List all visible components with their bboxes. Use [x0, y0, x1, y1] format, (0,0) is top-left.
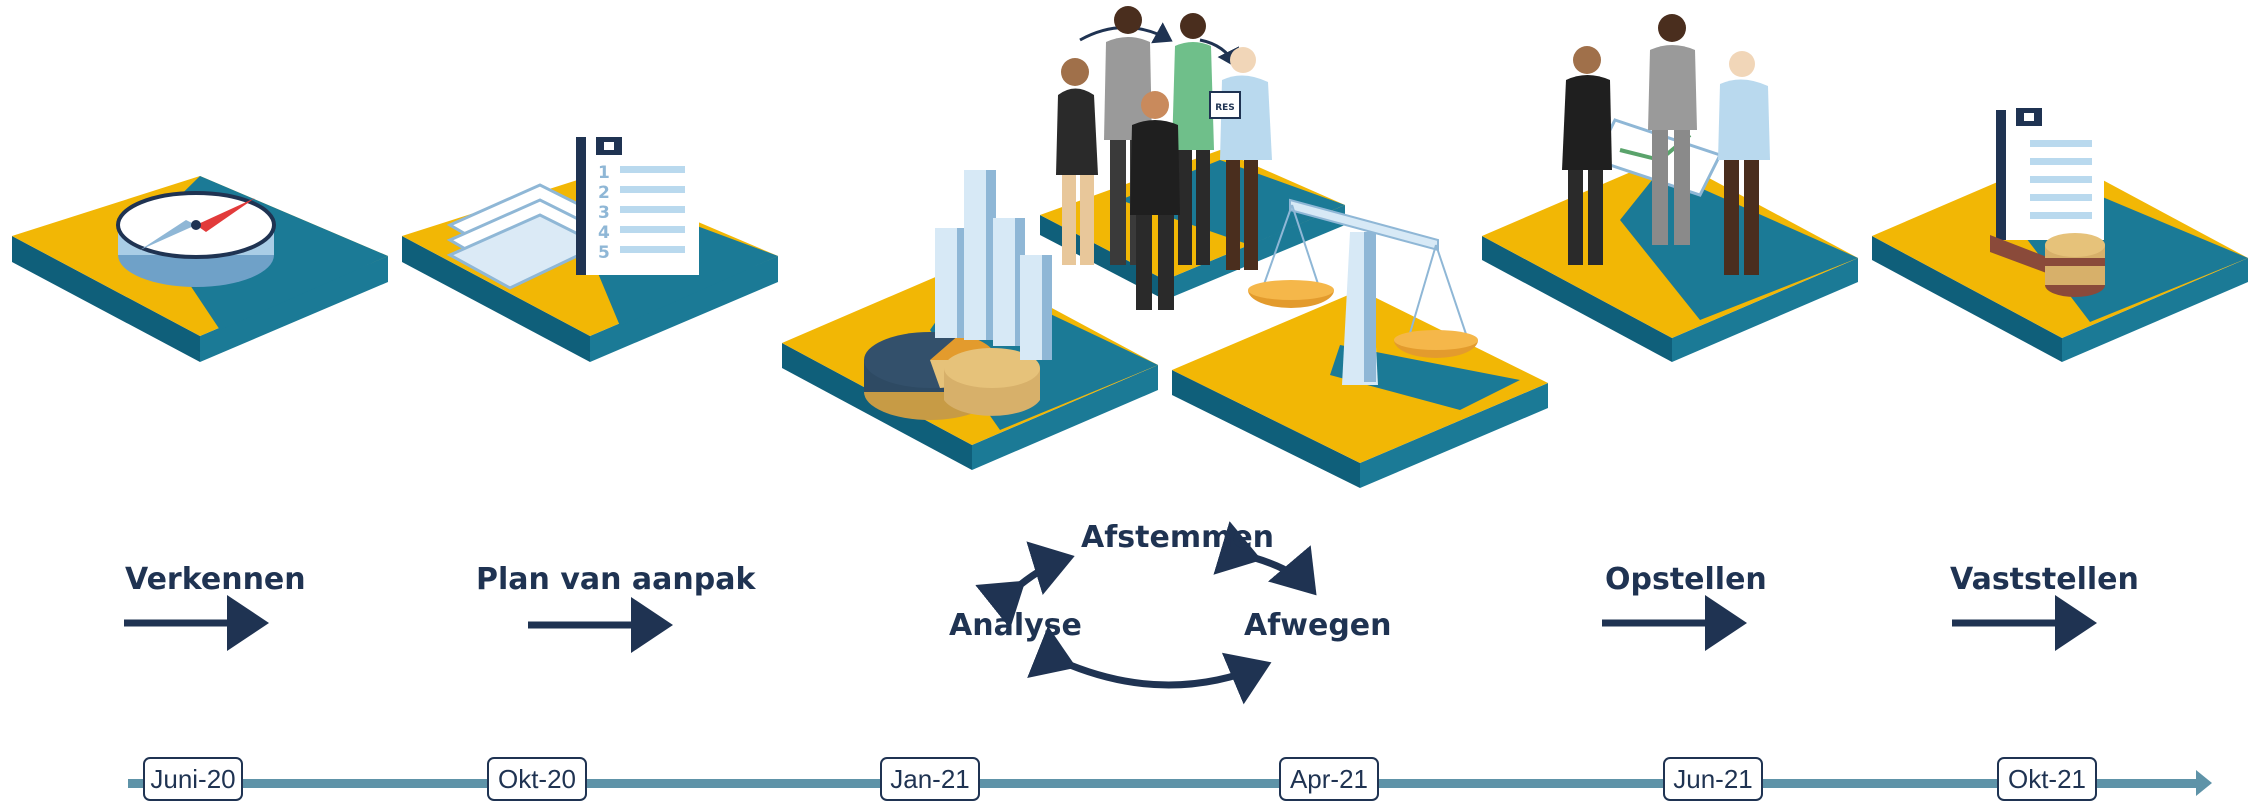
- balance-scale-icon: [1248, 198, 1478, 385]
- timeline-axis: [128, 770, 2212, 796]
- cycle-arrow-icon: [1027, 626, 1272, 705]
- doc-number: 2: [598, 183, 610, 203]
- timeline-date: Apr-21: [1279, 757, 1379, 801]
- person-figure: [1130, 91, 1180, 310]
- doc-number: 4: [598, 223, 610, 243]
- bar-chart-icon: [935, 170, 1052, 360]
- stage-label-afstemmen: Afstemmen: [1081, 520, 1275, 555]
- person-figure: [1718, 51, 1770, 275]
- badge-text: RES: [1215, 103, 1235, 113]
- doc-number: 3: [598, 203, 610, 223]
- stage-label-opstellen: Opstellen: [1605, 562, 1767, 597]
- tile-verkennen: [12, 176, 388, 362]
- person-figure: [1172, 13, 1214, 265]
- numbered-document-icon: 1 2 3 4 5: [576, 137, 699, 275]
- pie-chart-icon: [864, 332, 1040, 420]
- stakeholders-group-illustration: RES: [1056, 6, 1272, 310]
- cycle-arrows: [975, 521, 1317, 705]
- timeline-date: Okt-20: [487, 757, 587, 801]
- tile-opstellen: [1482, 14, 1858, 362]
- person-figure: [1648, 14, 1697, 245]
- official-document-icon: [1996, 108, 2104, 240]
- person-figure: [1562, 46, 1612, 265]
- person-figure: [1056, 58, 1098, 265]
- cycle-arrow-icon: [1213, 521, 1317, 596]
- gavel-icon: [1990, 233, 2105, 297]
- timeline-date: Jan-21: [880, 757, 980, 801]
- tile-plan-van-aanpak: 1 2 3 4 5: [402, 137, 778, 362]
- stage-label-afwegen: Afwegen: [1244, 608, 1392, 643]
- timeline-date: Juni-20: [143, 757, 243, 801]
- stage-label-plan-van-aanpak: Plan van aanpak: [476, 562, 756, 597]
- doc-number: 5: [598, 243, 610, 263]
- tile-analyse: [782, 170, 1158, 470]
- timeline-date: Jun-21: [1663, 757, 1763, 801]
- stage-label-verkennen: Verkennen: [125, 562, 306, 597]
- timeline-date: Okt-21: [1997, 757, 2097, 801]
- compass-icon: [116, 191, 276, 287]
- stage-label-vaststellen: Vaststellen: [1950, 562, 2139, 597]
- cycle-arrow-icon: [975, 541, 1075, 629]
- doc-number: 1: [598, 163, 610, 183]
- tile-vaststellen: [1872, 108, 2248, 362]
- stage-label-analyse: Analyse: [949, 608, 1082, 643]
- stage-arrows: [124, 595, 2097, 653]
- person-figure: RES: [1209, 47, 1272, 270]
- tile-afwegen: [1172, 198, 1548, 488]
